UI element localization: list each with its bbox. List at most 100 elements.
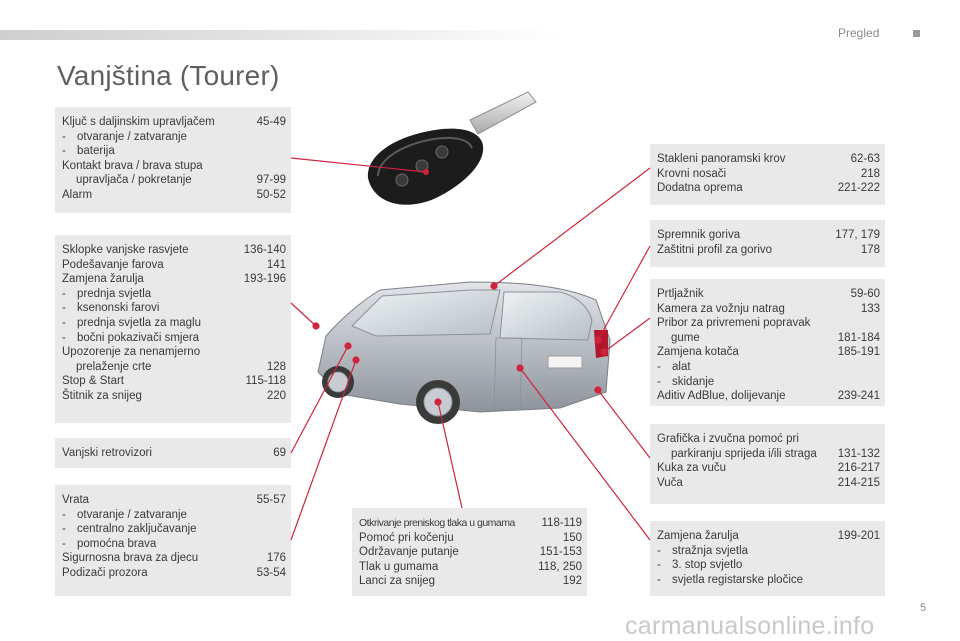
item-label: Prtljažnik [657,288,704,300]
page-reference: 50-52 [256,188,286,201]
item-label: Sklopke vanjske rasvjete [62,244,189,256]
page-reference: 118-119 [541,517,583,529]
sub-item: -skidanje [657,375,880,390]
item-label: Podešavanje farova [62,258,164,271]
reference-item: Zamjena žarulja 199-201 [657,529,880,544]
footer-watermark: carmanualsonline.info [625,612,875,640]
page-reference: 55-57 [256,494,286,506]
page-number: 5 [920,602,927,614]
section-marker [913,30,920,37]
page-reference: 214-215 [837,476,880,489]
reference-item: Štitnik za snijeg 220 [62,389,286,404]
item-label: -prednja svjetla [62,287,152,300]
item-label: -centralno zaključavanje [62,523,197,536]
page-reference: 45-49 [256,116,286,128]
sub-item: -prednja svjetla za maglu [62,316,286,331]
item-label: Sigurnosna brava za djecu [62,552,199,565]
item-label: -pomoćna brava [62,537,157,550]
page-reference: 185-191 [837,346,880,359]
page-reference: 177, 179 [835,229,880,241]
item-label: Pomoć pri kočenju [359,531,454,544]
sub-item: -pomoćna brava [62,537,286,552]
item-label: -baterija [62,145,115,158]
item-label: parkiranju sprijeda i/ili straga [671,447,817,460]
page-reference: 199-201 [837,530,880,542]
item-label: Štitnik za snijeg [62,389,142,402]
box-rear-lamps: Zamjena žarulja 199-201 -stražnja svjetla -… [650,521,885,596]
reference-item: Grafička i zvučna pomoć pri [657,432,880,447]
reference-item: Alarm 50-52 [62,188,286,203]
item-label: Upozorenje za nenamjerno [62,346,201,359]
box-tyres: Otkrivanje preniskog tlaka u gumama 118-1… [352,508,587,596]
page-reference: 115-118 [245,375,287,388]
page-reference: 221-222 [837,182,880,195]
item-label: -stražnja svjetla [657,544,749,557]
item-label: Zamjena žarulja [657,530,739,542]
page-reference: 97-99 [256,174,286,187]
item-label: -skidanje [657,375,715,388]
item-label: upravljača / pokretanje [76,174,192,187]
item-label: -bočni pokazivači smjera [62,331,200,344]
item-label: Alarm [62,188,93,201]
box-parking: Grafička i zvučna pomoć pri parkiranju sp… [650,424,885,504]
sub-item: -prednja svjetla [62,287,286,302]
reference-item: Zamjena kotača 185-191 [657,345,880,360]
item-label: Podizači prozora [62,566,148,579]
page-reference: 181-184 [837,331,880,344]
reference-item: Zamjena žarulja 193-196 [62,272,286,287]
section-label: Pregled [838,26,880,40]
item-label: -3. stop svjetlo [657,559,743,572]
page-reference: 193-196 [243,273,286,286]
reference-item: Upozorenje za nenamjerno [62,345,286,360]
item-label: Otkrivanje preniskog tlaka u gumama [359,517,515,529]
item-label: Grafička i zvučna pomoć pri [657,433,799,445]
item-label: prelaženje crte [76,360,152,373]
page-reference: 69 [273,447,286,459]
item-label: Zamjena žarulja [62,273,144,286]
reference-item: upravljača / pokretanje 97-99 [62,173,286,188]
sub-item: -stražnja svjetla [657,544,880,559]
item-label: Stakleni panoramski krov [657,153,786,165]
item-label: Vrata [62,494,90,506]
car-illustration [317,281,611,424]
sub-item: -ksenonski farovi [62,301,286,316]
item-label: Zamjena kotača [657,346,739,359]
item-label: -prednja svjetla za maglu [62,316,202,329]
item-label: Lanci za snijeg [359,575,436,588]
key-fob-illustration [367,91,537,205]
item-label: Vuča [657,476,683,489]
item-label: -ksenonski farovi [62,302,160,315]
item-label: -alat [657,360,691,373]
reference-item: Vuča 214-215 [657,476,880,491]
item-label: Kamera za vožnju natrag [657,302,785,315]
header-rule [0,30,560,40]
item-label: Aditiv AdBlue, dolijevanje [657,390,786,403]
reference-item: Kontakt brava / brava stupa [62,159,286,174]
page-reference: 220 [266,389,286,402]
item-label: Krovni nosači [657,167,727,180]
sub-item: -bočni pokazivači smjera [62,331,286,346]
page-reference: 118, 250 [538,560,582,573]
page-reference: 128 [266,360,286,373]
item-label: -svjetla registarske pločice [657,573,804,586]
sub-item: -centralno zaključavanje [62,522,286,537]
sub-item: -baterija [62,144,286,159]
item-label: Ključ s daljinskim upravljačem [62,116,215,128]
